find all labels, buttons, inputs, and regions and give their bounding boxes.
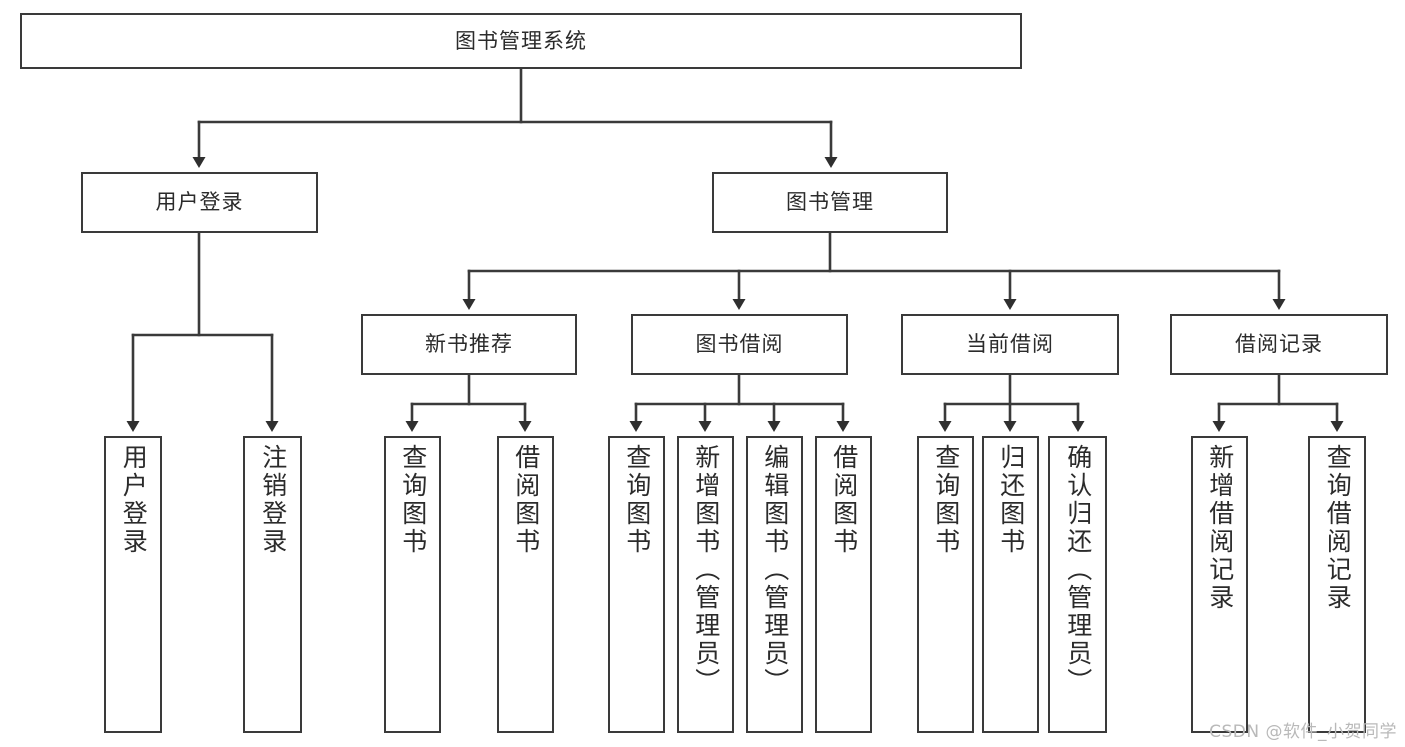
node-label: 查询图书 bbox=[398, 444, 428, 556]
node-label: 借阅图书 bbox=[511, 444, 541, 556]
node-label: 归还图书 bbox=[996, 444, 1026, 556]
leaf-user-login[interactable]: 用户登录 bbox=[104, 436, 162, 733]
node-user-login[interactable]: 用户登录 bbox=[81, 172, 318, 233]
leaf-borrow-borrow-book[interactable]: 借阅图书 bbox=[815, 436, 872, 733]
leaf-record-query-record[interactable]: 查询借阅记录 bbox=[1308, 436, 1366, 733]
leaf-borrow-query-book[interactable]: 查询图书 bbox=[608, 436, 665, 733]
leaf-borrow-add-book[interactable]: 新增图书（管理员） bbox=[677, 436, 734, 733]
node-current-borrow[interactable]: 当前借阅 bbox=[901, 314, 1119, 375]
node-label: 图书借阅 bbox=[695, 332, 784, 356]
node-root-system[interactable]: 图书管理系统 bbox=[20, 13, 1022, 69]
leaf-newbook-query-book[interactable]: 查询图书 bbox=[384, 436, 441, 733]
node-label: 借阅记录 bbox=[1235, 332, 1323, 356]
node-label: 新书推荐 bbox=[425, 332, 513, 356]
node-book-management[interactable]: 图书管理 bbox=[712, 172, 948, 233]
leaf-current-confirm-return[interactable]: 确认归还（管理员） bbox=[1048, 436, 1107, 733]
node-label: 图书管理 bbox=[786, 190, 874, 214]
node-borrow-record[interactable]: 借阅记录 bbox=[1170, 314, 1388, 375]
node-label: 新增借阅记录 bbox=[1205, 444, 1235, 612]
node-new-book-recommend[interactable]: 新书推荐 bbox=[361, 314, 577, 375]
node-label: 编辑图书（管理员） bbox=[760, 444, 790, 696]
leaf-newbook-borrow-book[interactable]: 借阅图书 bbox=[497, 436, 554, 733]
leaf-logout[interactable]: 注销登录 bbox=[243, 436, 302, 733]
node-label: 注销登录 bbox=[258, 444, 288, 556]
leaf-current-return-book[interactable]: 归还图书 bbox=[982, 436, 1039, 733]
node-label: 图书管理系统 bbox=[455, 28, 587, 53]
leaf-borrow-edit-book[interactable]: 编辑图书（管理员） bbox=[746, 436, 803, 733]
leaf-current-query-book[interactable]: 查询图书 bbox=[917, 436, 974, 733]
leaf-record-add-record[interactable]: 新增借阅记录 bbox=[1191, 436, 1248, 733]
node-label: 用户登录 bbox=[155, 190, 244, 214]
node-label: 确认归还（管理员） bbox=[1063, 444, 1093, 696]
node-label: 当前借阅 bbox=[966, 332, 1054, 356]
node-label: 查询图书 bbox=[622, 444, 652, 556]
node-label: 查询借阅记录 bbox=[1323, 444, 1353, 612]
node-label: 新增图书（管理员） bbox=[691, 444, 721, 696]
node-label: 借阅图书 bbox=[829, 444, 859, 556]
watermark: CSDN @软件_小贺同学 bbox=[1209, 722, 1397, 742]
node-label: 用户登录 bbox=[119, 444, 149, 556]
node-label: 查询图书 bbox=[931, 444, 961, 556]
node-book-borrow[interactable]: 图书借阅 bbox=[631, 314, 848, 375]
